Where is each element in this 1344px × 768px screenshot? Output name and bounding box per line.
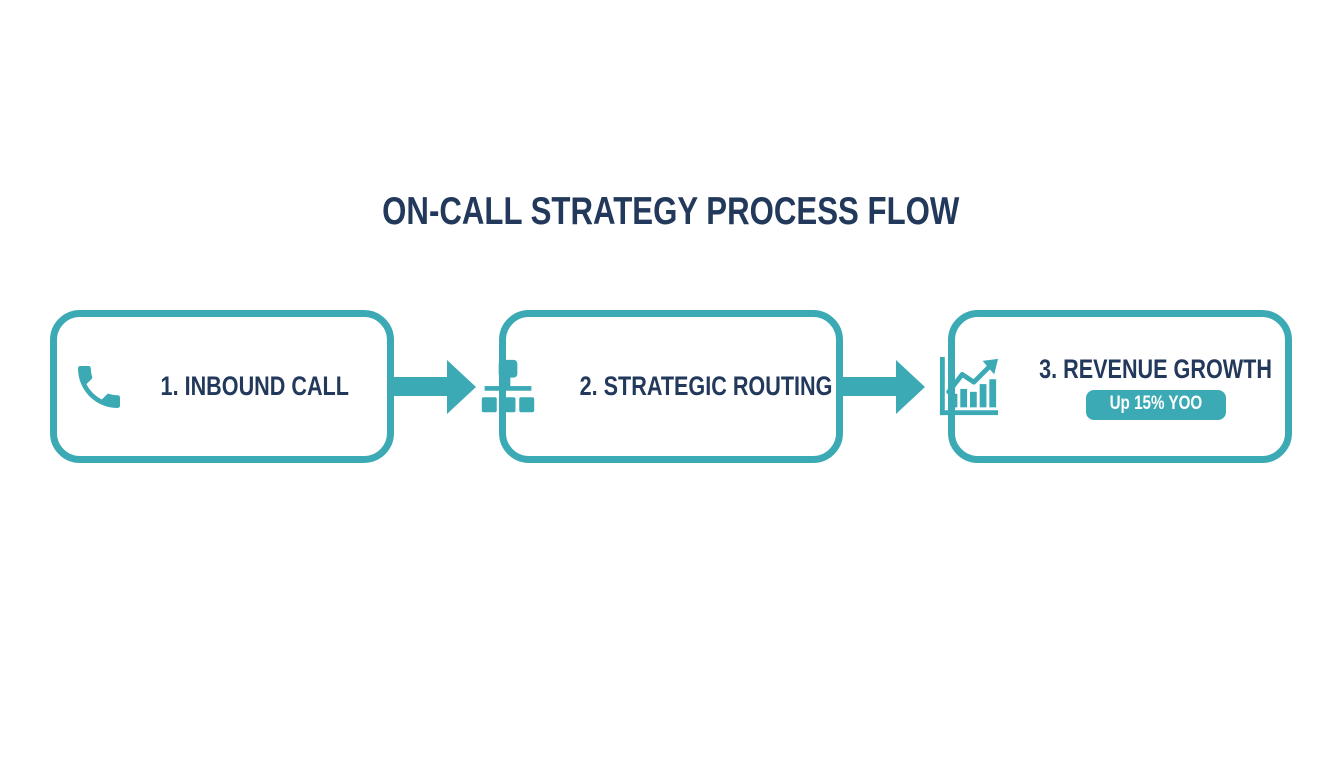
step-label-revenue-growth: 3. REVENUE GROWTH	[1039, 353, 1273, 384]
step-box-revenue-growth: 3. REVENUE GROWTH Up 15% YOO	[940, 310, 1292, 463]
growth-chart-icon	[938, 355, 1000, 419]
right-arrow-icon	[843, 310, 948, 463]
arrow-head	[896, 359, 925, 414]
step-label-inbound-call: 1. INBOUND CALL	[160, 371, 350, 401]
org-chart-icon	[478, 358, 538, 416]
arrow-head	[447, 359, 476, 414]
growth-badge-text: Up 15% YOO	[1109, 392, 1203, 414]
step-label-strategic-routing: 2. STRATEGIC ROUTING	[579, 371, 833, 401]
step-box-strategic-routing: 2. STRATEGIC ROUTING	[481, 310, 843, 463]
right-arrow-icon	[394, 310, 499, 463]
arrow-shaft	[843, 377, 896, 396]
phone-icon	[71, 359, 127, 415]
step-box-inbound-call: 1. INBOUND CALL	[50, 310, 394, 463]
page-title-text: ON-CALL STRATEGY PROCESS FLOW	[382, 190, 960, 233]
page-title: ON-CALL STRATEGY PROCESS FLOW	[50, 190, 1292, 234]
arrow-shaft	[394, 377, 447, 396]
flow-row: 1. INBOUND CALL 2. STRATEGIC ROUTING	[50, 310, 1292, 463]
step-content-column: 3. REVENUE GROWTH Up 15% YOO	[1010, 354, 1301, 420]
growth-badge: Up 15% YOO	[1086, 389, 1226, 420]
